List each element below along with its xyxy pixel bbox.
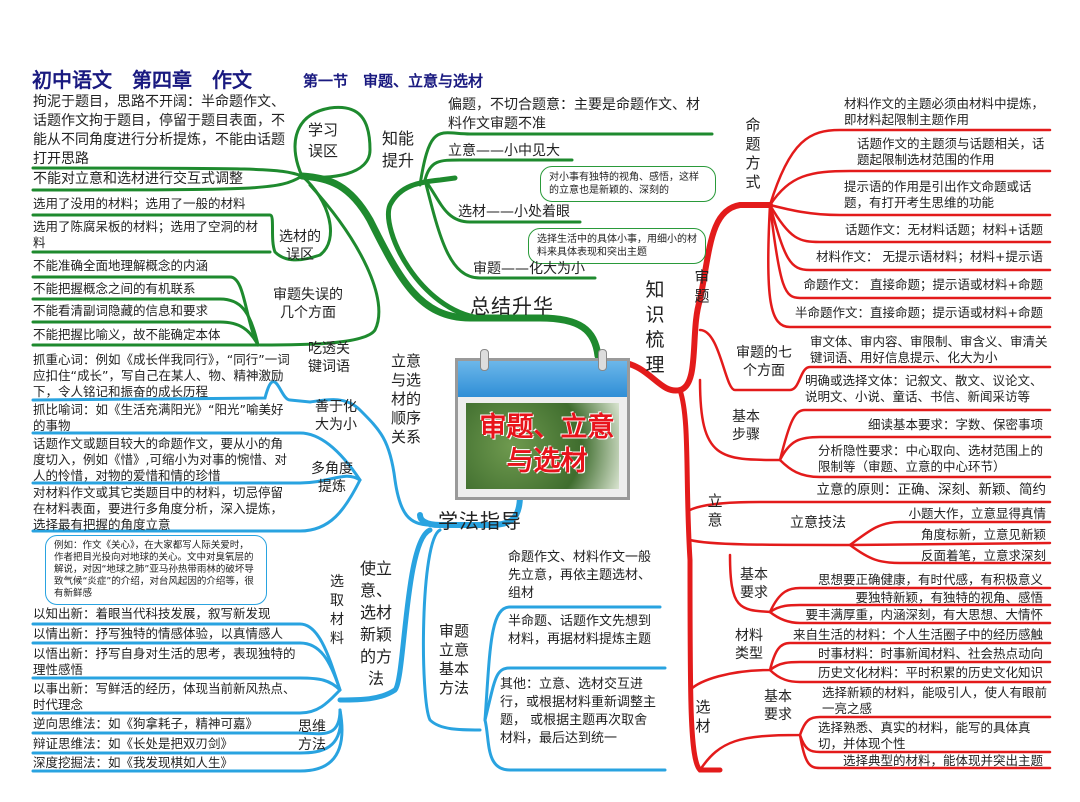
- label-multi-angle: 多角度提炼: [311, 461, 353, 495]
- green-upgrade-branch: [386, 175, 483, 321]
- leaf-material-type: 来自生活的材料：个人生活圈子中的经历感触: [792, 627, 1043, 642]
- leaf-mode: 话题作文：无材料话题；材料+话题: [845, 222, 1043, 237]
- center-image: 审题、立意与选材: [466, 403, 619, 489]
- note-bubble: 对小事有独特的视角、感悟，这样的立意也是新颖的、深刻的: [540, 166, 716, 202]
- leaf-seven: 审文体、审内容、审限制、审含义、审清关键词语、用好信息提示、化大为小: [810, 334, 1048, 365]
- leaf-new: 以事出新：写鲜活的经历，体现当前新风热点、时代理念: [33, 681, 296, 712]
- label-material-mistakes: 选材的误区: [279, 229, 321, 263]
- leaf-material-requirement: 选择熟悉、真实的材料，能写的具体真切，并体现个性: [818, 720, 1031, 751]
- leaf-thinking: 深度挖掘法：如《我发现棋如人生》: [33, 755, 234, 770]
- label-keywords: 吃透关键词语: [308, 341, 350, 375]
- leaf-basic: 其他：立意、选材交互进行，或根据材料重新调整主题， 或根据主题再次取舍 材料，最…: [500, 677, 657, 746]
- label-idea: 立意: [707, 492, 723, 529]
- label-material: 选材: [695, 698, 711, 735]
- leaf-keyword: 抓重心词：例如《成长伴我同行》，“同行”一词应扣住“成长”，写自己在某人、物、精…: [33, 352, 290, 399]
- leaf-mistake: 拘泥于题目，思路不开阔：半命题作文、话题作文拘于题目，停留于题目表面，不能从不同…: [33, 94, 285, 167]
- blue-main-branch: [417, 492, 523, 528]
- leaf-mode: 材料作文的主题必须由材料中提炼，即材料起限制主题作用: [844, 96, 1045, 127]
- leaf-mistake: 不能对立意和选材进行交互式调整: [33, 171, 243, 187]
- leaf-basic: 命题作文、材料作文一般先立意，再依主题选材、组材: [508, 550, 652, 601]
- leaf-keyword: 话题作文或题目较大的命题作文，要从小的角度切入，例如《惜》,可缩小为对事的惋惜、…: [33, 436, 287, 483]
- label-new-method: 使立意、选材新颖的方法: [359, 559, 392, 688]
- section-title: 第一节 审题、立意与选材: [303, 72, 484, 90]
- leaf-material-mistake: 选用了陈腐呆板的材料；选用了空洞的材料: [33, 219, 259, 250]
- leaf-mode: 话题作文的主题须与话题相关，话题起限制选材范围的作用: [857, 136, 1045, 167]
- calendar-ring-icon: [480, 349, 489, 371]
- leaf-material-type: 历史文化材料：平时积累的历史文化知识: [817, 665, 1043, 680]
- label-shrink: 善于化大为小: [315, 399, 357, 433]
- leaf-new: 以悟出新：抒写自身对生活的思考，表现独特的理性感悟: [33, 646, 296, 677]
- leaf-new: 以知出新：着眼当代科技发展，叙写新发现: [33, 606, 271, 621]
- leaf-material-type: 时事材料：时事新闻材料、社会热点动向: [817, 646, 1043, 661]
- leaf-upgrade: 选材——小处着眼: [458, 204, 570, 220]
- leaf-material-requirement: 选择典型的材料，能体现并突出主题: [842, 753, 1043, 768]
- hub-summary: 总结升华: [470, 294, 554, 318]
- label-material-types: 材料类型: [735, 628, 763, 662]
- leaf-upgrade: 审题——化大为小: [473, 261, 585, 277]
- leaf-mode: 半命题作文：直接命题；提示语或材料+命题: [795, 305, 1043, 320]
- leaf-basic: 半命题、话题作文先想到材料，再据材料提炼主题: [508, 614, 652, 647]
- leaf-upgrade: 偏题，不切合题意：主要是命题作文、材料作文审题不准: [448, 97, 700, 132]
- note-bubble: 选择生活中的具体小事，用细小的材料来具体表现和突出主题: [528, 228, 706, 264]
- leaf-thinking: 辩证思维法：如《长处是把双刃剑》: [33, 736, 234, 751]
- label-order: 立意与选材的顺序关系: [390, 352, 421, 446]
- leaf-technique: 角度标新，立意见新颖: [920, 527, 1046, 542]
- leaf-principle: 立意的原则：正确、深刻、新颖、简约: [816, 482, 1047, 498]
- leaf-keyword: 抓比喻词：如《生活充满阳光》“阳光”喻美好的事物: [33, 402, 284, 433]
- label-review: 审题: [694, 268, 710, 305]
- label-review-mistakes: 审题失误的几个方面: [273, 287, 343, 321]
- leaf-keyword: 对材料作文或其它类题目中的材料，切忌停留在材料表面，要进行多角度分析，深入提炼，…: [33, 485, 284, 532]
- label-choose-material: 选取材料: [330, 574, 344, 647]
- leaf-material-requirement: 选择新颖的材料，能吸引人，使人有眼前一亮之感: [822, 685, 1048, 716]
- green-mistake-curve: [293, 105, 372, 179]
- leaf-requirement: 思想要正确健康，有时代感，有积极意义: [817, 572, 1043, 587]
- leaf-step: 细读基本要求：字数、保密事项: [867, 417, 1043, 432]
- leaf-thinking: 逆向思维法：如《狗拿耗子，精神可嘉》: [33, 716, 259, 731]
- leaf-material-mistake: 选用了没用的材料；选用了一般的材料: [33, 196, 246, 211]
- leaf-upgrade: 立意——小中见大: [448, 143, 560, 159]
- leaf-mode: 材料作文： 无提示语材料；材料+提示语: [816, 249, 1043, 264]
- leaf-mode: 命题作文： 直接命题；提示语或材料+命题: [803, 277, 1043, 292]
- label-thinking: 思维方法: [298, 719, 326, 753]
- leaf-technique: 小题大作，立意显得真情: [908, 506, 1046, 521]
- leaf-review-mistake: 不能准确全面地理解概念的内涵: [33, 258, 209, 273]
- label-mistakes: 学习误区: [307, 121, 338, 160]
- calendar-ring-icon: [598, 349, 607, 371]
- leaf-step: 分析隐性要求：中心取向、选材范围上的限制等（审题、立意的中心环节）: [818, 443, 1044, 474]
- hub-study-guide: 学法指导: [438, 509, 522, 533]
- leaf-new: 以情出新：抒写独特的情感体验，以真情感人: [33, 626, 284, 641]
- leaf-review-mistake: 不能把握比喻义，故不能确定本体: [33, 327, 221, 342]
- label-material-requirements: 基本要求: [764, 689, 792, 723]
- example-bubble: 例如：作文《关心》，在大家都写人际关爱时，作者把目光投向对地球的关心。文中对臭氧…: [45, 535, 267, 605]
- hub-knowledge: 知识梳理: [645, 279, 665, 376]
- leaf-technique: 反面着笔，立意求深刻: [920, 548, 1046, 563]
- leaf-review-mistake: 不能把握概念之间的有机联系: [33, 281, 196, 296]
- label-steps: 基本步骤: [732, 409, 760, 443]
- label-technique: 立意技法: [790, 515, 846, 531]
- label-seven-aspects: 审题的七个方面: [736, 345, 792, 379]
- label-upgrade: 知能提升: [381, 129, 414, 170]
- label-basic-method: 审题立意基本方法: [438, 622, 469, 697]
- leaf-step: 明确或选择文体：记叙文、散文、议论文、说明文、小说、童话、书信、新闻采访等: [805, 373, 1043, 404]
- page-title: 初中语文 第四章 作文: [32, 68, 252, 92]
- red-main-branch: [617, 202, 773, 394]
- label-modes: 命题方式: [745, 116, 761, 191]
- leaf-requirement: 要丰满厚重，内涵深刻，有大思想、大情怀: [805, 607, 1043, 622]
- leaf-mode: 提示语的作用是引出作文命题或话题，有打开考生思维的功能: [844, 179, 1032, 210]
- center-calendar: 审题、立意与选材: [455, 349, 630, 500]
- label-idea-requirements: 基本要求: [740, 567, 768, 601]
- leaf-requirement: 要独特新颖，有独特的视角、感悟: [855, 590, 1043, 605]
- leaf-review-mistake: 不能看清副词隐藏的信息和要求: [33, 303, 209, 318]
- center-title: 审题、立意与选材: [479, 412, 615, 477]
- green-main-branch: [298, 172, 602, 360]
